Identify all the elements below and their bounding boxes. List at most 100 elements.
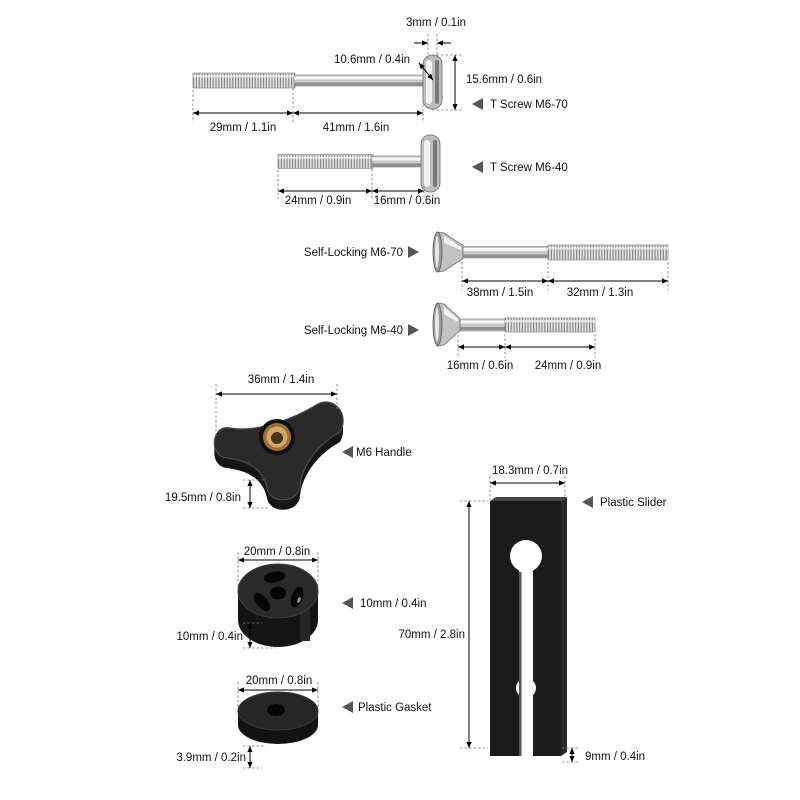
pointer-triangle-icon xyxy=(342,446,353,458)
arrowhead xyxy=(452,55,458,61)
dim-label-slider-width: 18.3mm / 0.7in xyxy=(492,465,568,477)
arrowhead xyxy=(312,687,318,693)
arrowhead xyxy=(287,110,293,116)
slider-slot-hole xyxy=(510,540,542,572)
dim-label-shank-length: 16mm / 0.6in xyxy=(447,360,513,372)
head-highlight xyxy=(444,236,461,250)
dim-arrow-sl40-thread xyxy=(505,344,595,350)
dim-arrow-spacer-height xyxy=(247,623,253,648)
extension-lines xyxy=(192,34,669,769)
spacer-side-sheen xyxy=(300,591,310,641)
dim-arrow-gasket-thickness xyxy=(247,746,253,768)
dim-arrow-m6-40-shank xyxy=(372,188,424,194)
t-screw-m6-70 xyxy=(192,54,443,110)
self-locking-m6-70 xyxy=(432,231,669,273)
arrowhead xyxy=(559,480,565,486)
dim-label-slider-length: 70mm / 2.8in xyxy=(399,629,465,641)
gasket-hole xyxy=(267,704,285,716)
spacer-slot xyxy=(253,592,271,612)
arrowhead xyxy=(452,104,458,110)
dim-label-shank-length: 41mm / 1.6in xyxy=(323,122,389,134)
dim-arrow-m6-70-shank xyxy=(293,110,423,116)
shank-shadow xyxy=(372,163,423,167)
part-label-plastic-gasket: Plastic Gasket xyxy=(358,702,432,714)
dim-arrow-sl70-shank xyxy=(462,278,548,284)
pointer-triangle-icon xyxy=(342,701,353,713)
arrowhead xyxy=(366,188,372,194)
thread-highlight xyxy=(193,75,295,78)
self-locking-m6-40 xyxy=(432,302,596,347)
dim-arrow-slider-width xyxy=(490,480,565,486)
pointer-triangle-icon xyxy=(472,98,483,110)
shank-highlight xyxy=(372,157,423,161)
arrowhead xyxy=(247,502,253,508)
arrowhead xyxy=(569,748,575,754)
dim-arrow-slider-thickness xyxy=(569,748,575,762)
dim-arrow-head-height xyxy=(452,55,458,110)
dim-label-head-height: 15.6mm / 0.6in xyxy=(466,74,542,86)
arrowhead xyxy=(548,278,554,284)
arrowhead xyxy=(437,40,443,46)
dim-label-thread-length: 24mm / 0.9in xyxy=(285,195,351,207)
pointer-triangle-icon xyxy=(582,496,593,508)
pointer-triangle-icon xyxy=(472,161,483,173)
arrowhead xyxy=(505,344,511,350)
arrowhead xyxy=(466,742,472,748)
dim-arrow-m6-40-thread xyxy=(278,188,372,194)
pointer-triangle-icon xyxy=(408,324,419,336)
arrowhead xyxy=(542,278,548,284)
t-head-shadow xyxy=(435,60,439,104)
arrowhead xyxy=(499,344,505,350)
dim-label-spacer-diameter: 20mm / 0.8in xyxy=(244,546,310,558)
t-head-shadow xyxy=(433,140,437,187)
arrowhead xyxy=(418,188,424,194)
slotted-spacer xyxy=(237,563,319,647)
arrowhead xyxy=(458,344,464,350)
head-highlight xyxy=(444,307,458,322)
arrowhead xyxy=(247,480,253,486)
slider-top-face xyxy=(490,497,567,501)
part-label-t-screw-m6-40: T Screw M6-40 xyxy=(490,162,568,174)
arrowhead xyxy=(417,110,423,116)
slider-slot xyxy=(519,560,533,760)
shank-shadow xyxy=(294,82,425,86)
thread-highlight xyxy=(548,247,668,250)
arrowhead xyxy=(427,73,433,80)
arrowhead xyxy=(490,480,496,486)
dim-label-gasket-diameter: 20mm / 0.8in xyxy=(246,675,312,687)
dim-arrow-head-width xyxy=(418,62,434,81)
arrowhead xyxy=(247,762,253,768)
thread-highlight xyxy=(278,156,373,159)
dim-label-thread-length: 32mm / 1.3in xyxy=(567,287,633,299)
countersunk-head xyxy=(436,302,461,347)
arrowhead xyxy=(419,63,425,70)
t-head xyxy=(420,134,441,193)
dim-label-handle-width: 36mm / 1.4in xyxy=(248,374,314,386)
dim-label-head-thickness: 3mm / 0.1in xyxy=(406,17,466,29)
dim-arrow-head-thickness-right xyxy=(437,40,451,46)
arrowhead xyxy=(293,110,299,116)
shank-shadow xyxy=(459,327,506,330)
head-face-highlight xyxy=(435,236,439,268)
dim-arrow-head-thickness-left xyxy=(414,40,428,46)
dim-label-shank-length: 38mm / 1.5in xyxy=(467,287,533,299)
slider-slot-wall xyxy=(519,572,522,756)
dim-arrow-m6-70-thread xyxy=(193,110,293,116)
dim-label-slider-thickness: 9mm / 0.4in xyxy=(585,751,645,763)
spacer-slot xyxy=(290,586,304,608)
spacer-slot xyxy=(263,571,286,583)
arrowhead xyxy=(589,344,595,350)
dim-label-thread-length: 24mm / 0.9in xyxy=(535,360,601,372)
arrowhead xyxy=(247,746,253,752)
dimension-arrows xyxy=(193,40,668,768)
t-head xyxy=(422,54,443,110)
arrowhead xyxy=(238,557,244,563)
shank-shadow xyxy=(462,254,549,258)
arrowhead xyxy=(662,278,668,284)
dim-arrow-sl40-shank xyxy=(458,344,505,350)
labels: 3mm / 0.1in 10.6mm / 0.4in 15.6mm / 0.6i… xyxy=(165,17,667,764)
pointer-triangle-icon xyxy=(342,597,353,609)
spacer-slot-highlight xyxy=(297,597,301,603)
t-screw-m6-40 xyxy=(277,134,441,193)
dim-label-head-width: 10.6mm / 0.4in xyxy=(334,54,410,66)
